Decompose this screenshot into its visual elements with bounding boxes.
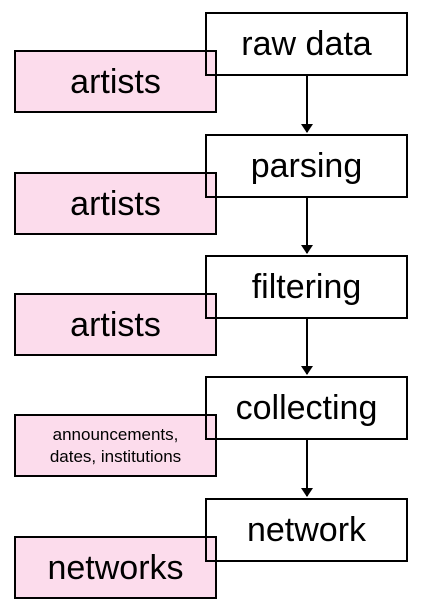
output-label: artists xyxy=(70,305,161,344)
flow-arrow xyxy=(301,440,313,497)
output-box-parsing: artists xyxy=(14,172,217,235)
step-label: collecting xyxy=(235,389,378,427)
output-label: artists xyxy=(70,184,161,223)
flow-arrow xyxy=(301,76,313,133)
step-label: parsing xyxy=(250,147,363,185)
output-box-network: networks xyxy=(14,536,217,599)
flow-arrow xyxy=(301,319,313,375)
step-box-raw-data: raw data xyxy=(205,12,408,76)
output-box-collecting: announcements, dates, institutions xyxy=(14,414,217,477)
step-label: raw data xyxy=(241,25,372,63)
output-box-raw-data: artists xyxy=(14,50,217,113)
step-label: filtering xyxy=(251,268,362,306)
step-label: network xyxy=(246,511,367,549)
step-box-network: network xyxy=(205,498,408,562)
output-label: announcements, dates, institutions xyxy=(49,424,182,466)
output-label: networks xyxy=(47,548,184,587)
step-box-collecting: collecting xyxy=(205,376,408,440)
flow-arrow xyxy=(301,198,313,254)
step-box-filtering: filtering xyxy=(205,255,408,319)
output-label: artists xyxy=(70,62,161,101)
step-box-parsing: parsing xyxy=(205,134,408,198)
output-box-filtering: artists xyxy=(14,293,217,356)
